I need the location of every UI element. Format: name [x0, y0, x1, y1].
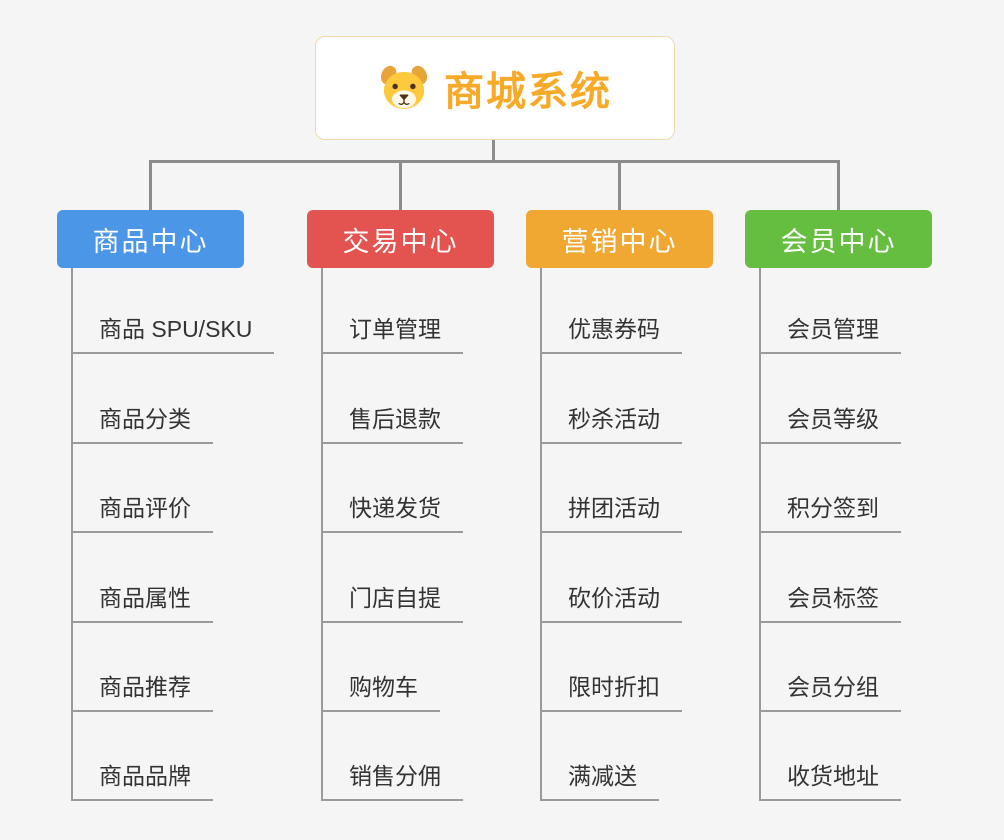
leaf-node[interactable]: 售后退款 — [321, 404, 463, 444]
leaf-node[interactable]: 会员分组 — [759, 672, 901, 712]
leaf-node[interactable]: 限时折扣 — [540, 672, 682, 712]
root-title: 商城系统 — [444, 70, 612, 114]
connector-drop-marketing — [618, 163, 621, 210]
leaf-node[interactable]: 商品推荐 — [71, 672, 213, 712]
leaf-node[interactable]: 收货地址 — [759, 761, 901, 801]
leaf-node[interactable]: 购物车 — [321, 672, 440, 712]
branch-header-trade-center[interactable]: 交易中心 — [307, 210, 494, 268]
leaf-node[interactable]: 拼团活动 — [540, 493, 682, 533]
dog-icon — [378, 63, 430, 113]
connector-root-stem — [492, 140, 495, 163]
leaf-node[interactable]: 积分签到 — [759, 493, 901, 533]
branch-header-member-center[interactable]: 会员中心 — [745, 210, 932, 268]
leaf-node[interactable]: 商品 SPU/SKU — [71, 314, 275, 354]
connector-spine-trade — [321, 268, 323, 801]
leaf-node[interactable]: 商品品牌 — [71, 761, 213, 801]
leaf-node[interactable]: 快递发货 — [321, 493, 463, 533]
leaf-node[interactable]: 会员标签 — [759, 583, 901, 623]
connector-spine-product — [71, 268, 73, 801]
leaf-node[interactable]: 订单管理 — [321, 314, 463, 354]
leaf-node[interactable]: 商品评价 — [71, 493, 213, 533]
connector-drop-trade — [399, 163, 402, 210]
connector-drop-product — [149, 163, 152, 210]
branch-header-product-center[interactable]: 商品中心 — [57, 210, 244, 268]
leaf-node[interactable]: 优惠券码 — [540, 314, 682, 354]
leaf-node[interactable]: 满减送 — [540, 761, 659, 801]
leaf-node[interactable]: 商品属性 — [71, 583, 213, 623]
leaf-node[interactable]: 会员等级 — [759, 404, 901, 444]
connector-drop-member — [837, 163, 840, 210]
leaf-node[interactable]: 门店自提 — [321, 583, 463, 623]
connector-spine-marketing — [540, 268, 542, 801]
branch-header-marketing-center[interactable]: 营销中心 — [526, 210, 713, 268]
leaf-node[interactable]: 销售分佣 — [321, 761, 463, 801]
root-node[interactable]: 商城系统 — [315, 36, 675, 140]
connector-spine-member — [759, 268, 761, 801]
leaf-node[interactable]: 秒杀活动 — [540, 404, 682, 444]
leaf-node[interactable]: 会员管理 — [759, 314, 901, 354]
leaf-node[interactable]: 砍价活动 — [540, 583, 682, 623]
leaf-node[interactable]: 商品分类 — [71, 404, 213, 444]
connector-horizontal — [149, 160, 840, 163]
